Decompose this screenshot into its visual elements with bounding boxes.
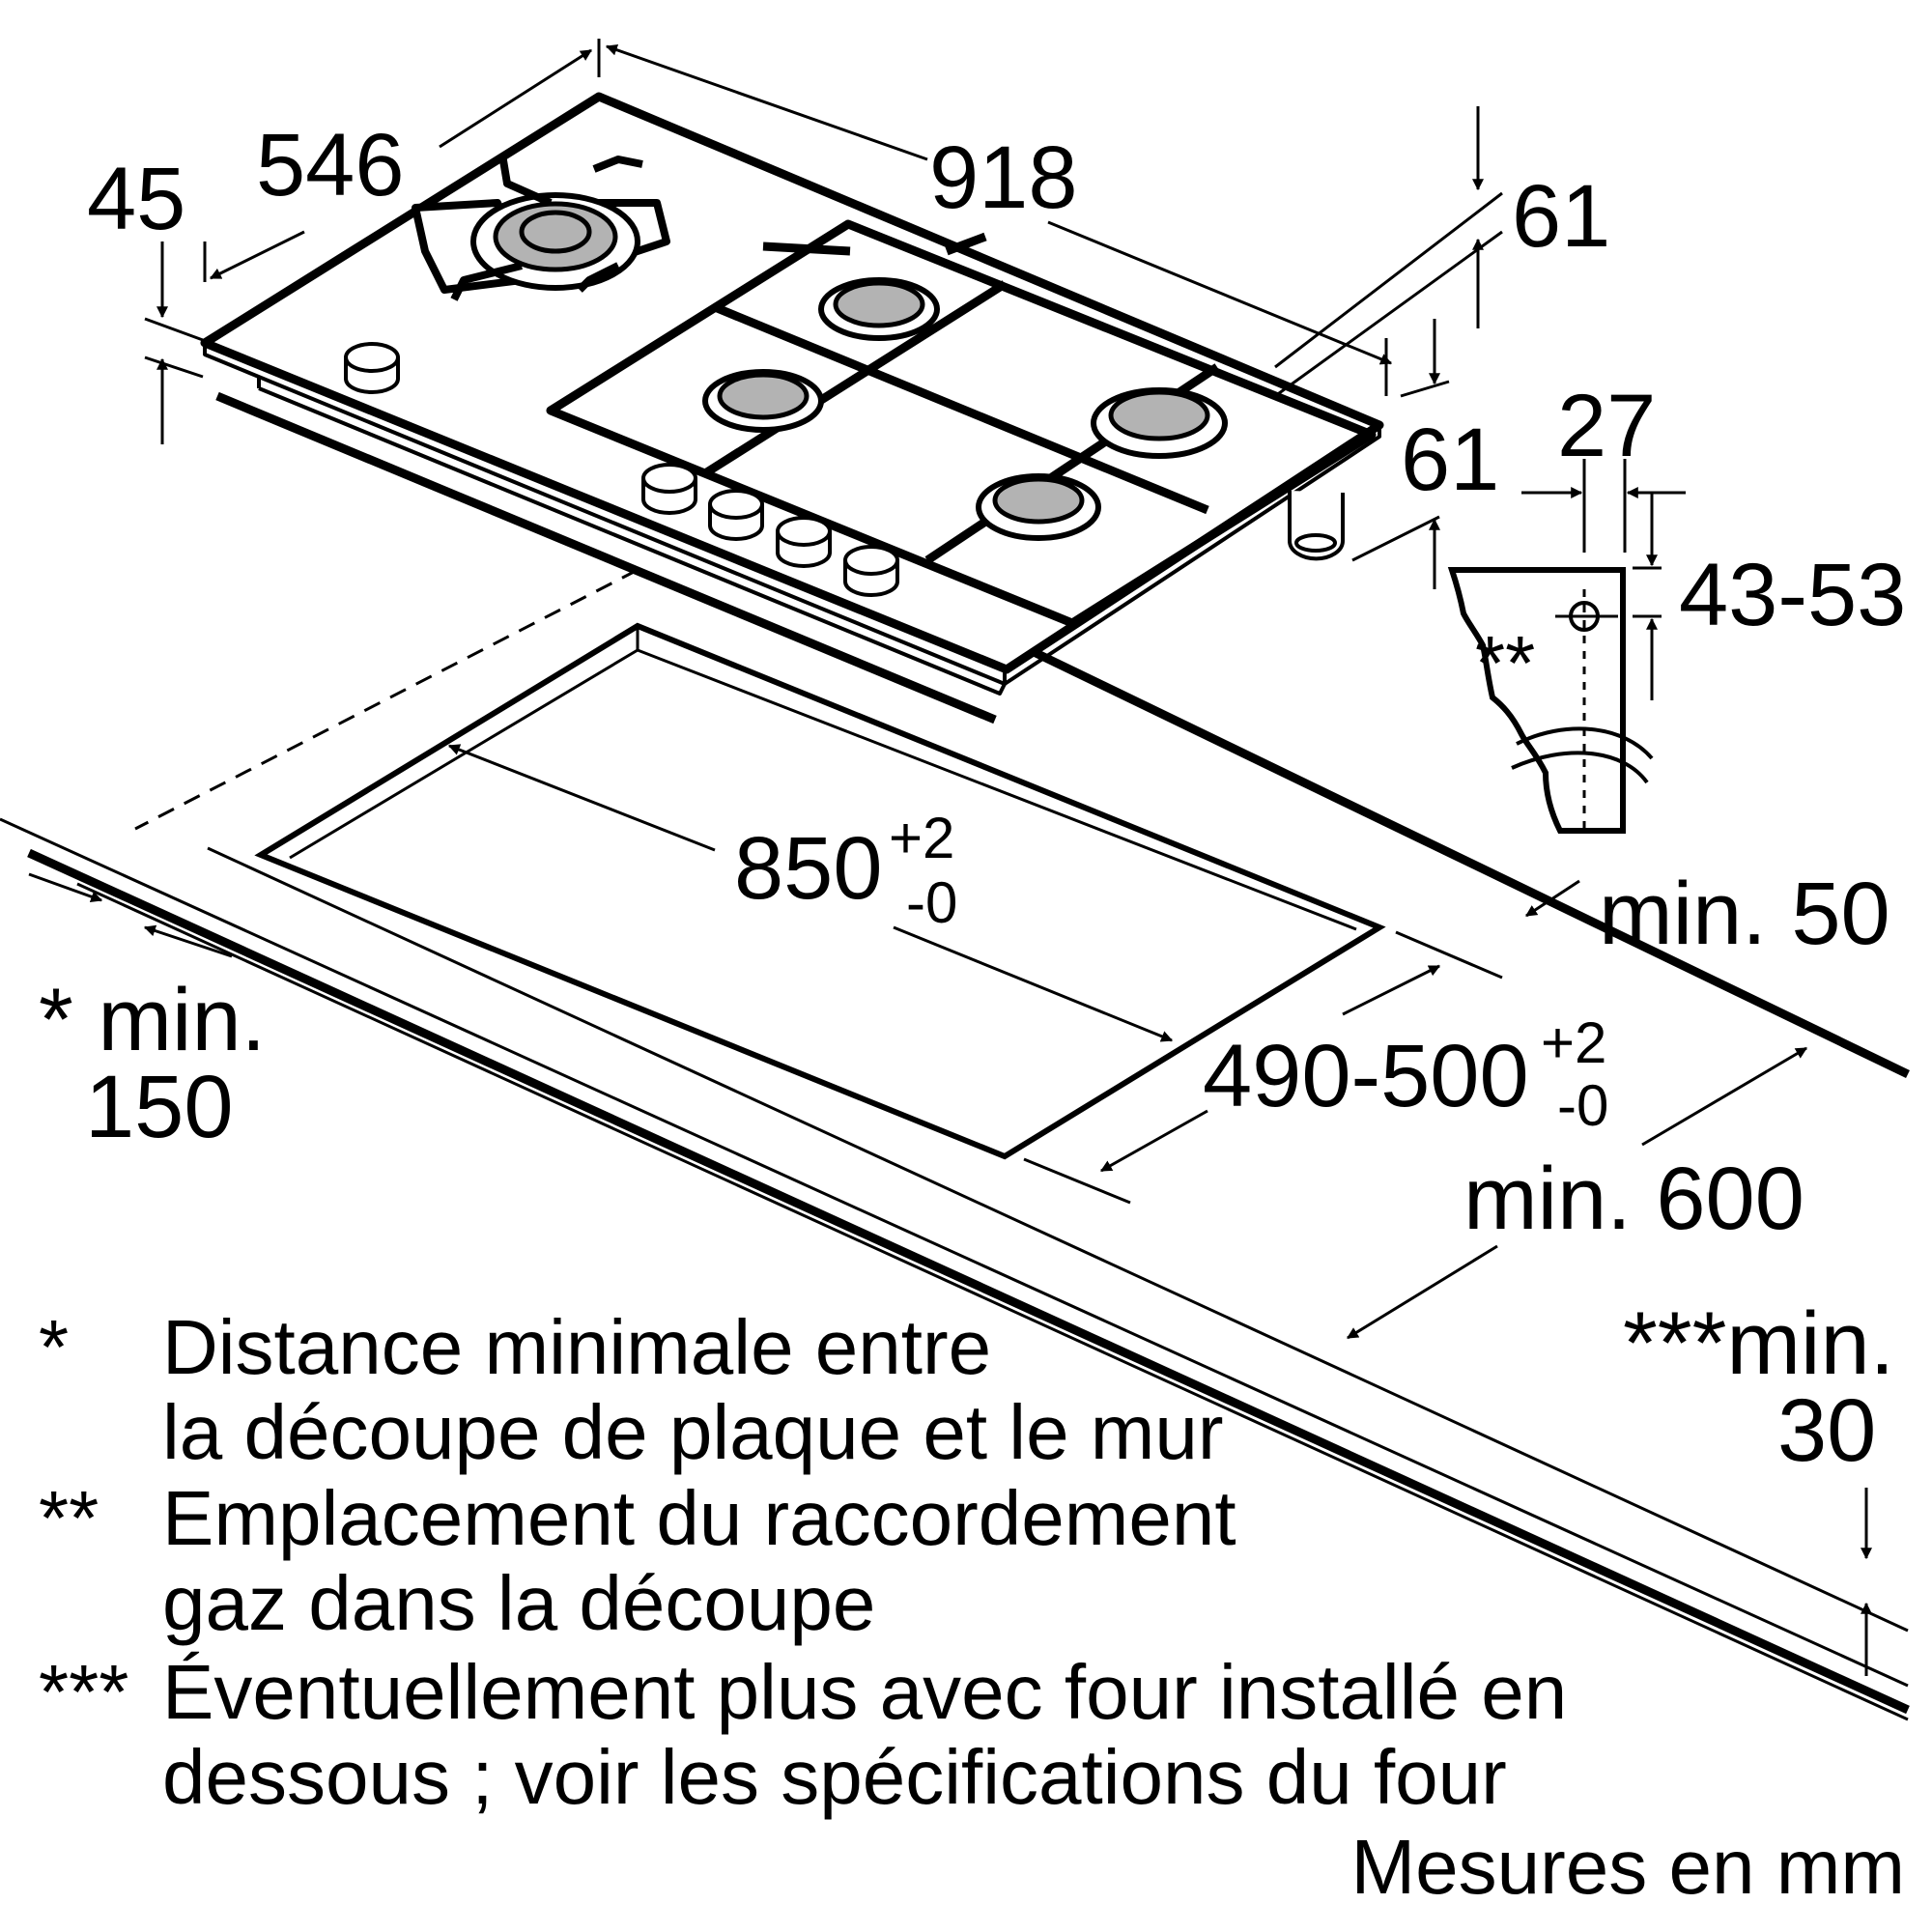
control-knobs	[344, 342, 899, 597]
dim-918: 918	[929, 128, 1078, 227]
note-3-line-2: dessous ; voir les spécifications du fou…	[162, 1734, 1507, 1820]
dim-61-top: 61	[1512, 167, 1611, 266]
hob	[200, 92, 1384, 724]
burner-front-right	[976, 473, 1101, 541]
cutout	[254, 622, 1386, 1160]
units-label: Mesures en mm	[1350, 1824, 1905, 1910]
dim-cutout-length-tol-plus: +2	[889, 806, 955, 870]
dim-546: 546	[256, 116, 405, 214]
dim-43-53: 43-53	[1679, 546, 1907, 644]
note-1-line-1: Distance minimale entre	[162, 1304, 992, 1390]
wok-burner	[412, 154, 670, 301]
dim-61-side: 61	[1401, 411, 1500, 509]
note-3-line-1: Éventuellement plus avec four installé e…	[162, 1649, 1568, 1735]
worktop	[0, 568, 1910, 1721]
dim-min-600: min. 600	[1463, 1150, 1804, 1248]
dim-cutout-depth-tol-plus: +2	[1541, 1010, 1607, 1075]
note-2-line-1: Emplacement du raccordement	[162, 1475, 1236, 1561]
dim-45: 45	[87, 150, 186, 248]
note-1-marker: *	[39, 1304, 70, 1390]
dim-min-30-label: ***min.	[1623, 1294, 1895, 1393]
dim-min-50: min. 50	[1599, 865, 1890, 963]
dim-cutout-depth-tol-minus: -0	[1557, 1073, 1609, 1138]
burner-rear-right	[1091, 387, 1228, 459]
note-1-line-2: la découpe de plaque et le mur	[162, 1389, 1224, 1475]
dim-min-150-label: * min.	[39, 971, 267, 1069]
note-3-marker: ***	[39, 1649, 129, 1735]
note-2-line-2: gaz dans la découpe	[162, 1560, 876, 1646]
dim-cutout-length-tol-minus: -0	[906, 870, 958, 935]
dimension-lines	[28, 39, 1872, 1676]
dim-min-30-value: 30	[1777, 1381, 1877, 1480]
dim-27: 27	[1557, 377, 1657, 475]
gas-connection-mark: **	[1475, 620, 1536, 706]
burner-front-left	[702, 369, 824, 433]
gas-connection-detail	[1447, 567, 1654, 834]
dim-cutout-depth: 490-500	[1203, 1027, 1529, 1125]
dim-cutout-length: 850	[734, 819, 883, 918]
dim-min-150-value: 150	[85, 1058, 234, 1156]
burner-rear-left	[818, 277, 940, 341]
note-2-marker: **	[39, 1475, 99, 1561]
